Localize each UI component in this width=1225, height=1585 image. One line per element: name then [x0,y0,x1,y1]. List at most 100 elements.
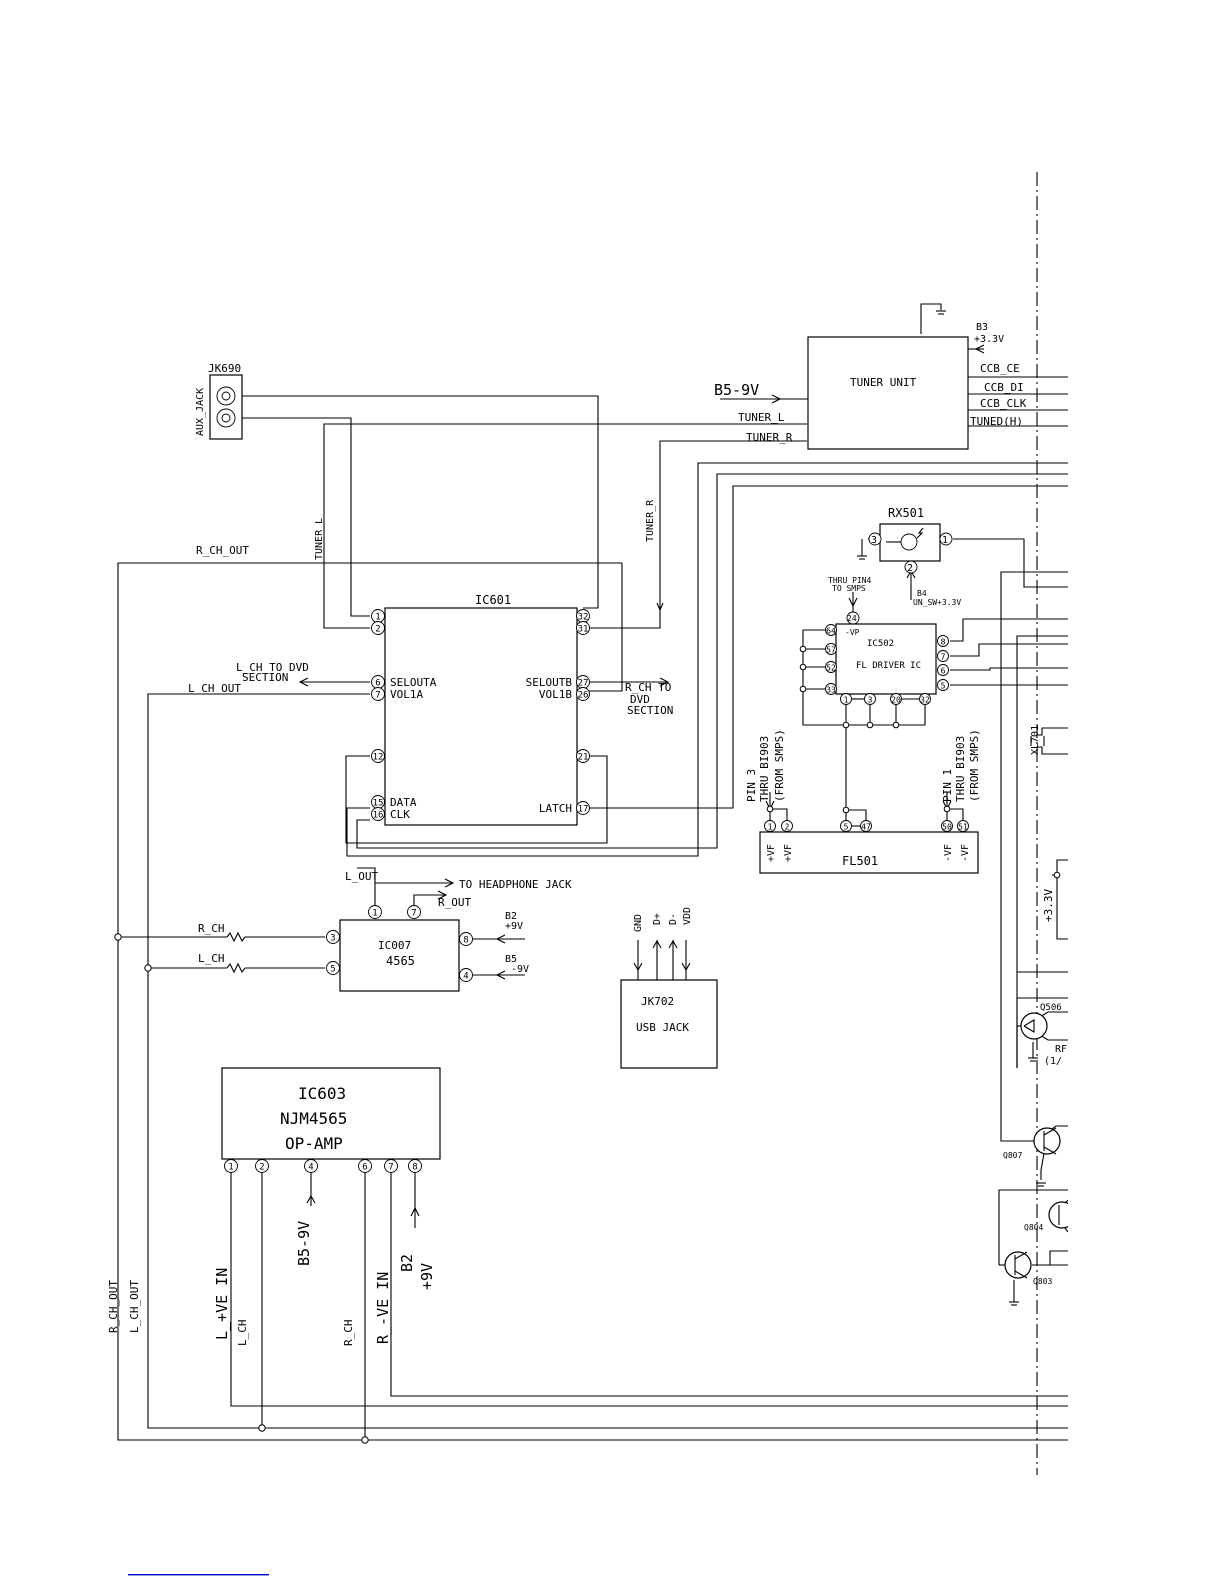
ic502-pin-57-circle [825,643,837,655]
fl501-note-right-3: (FROM SMPS) [968,729,981,802]
ic502-pin-5: 5 [941,682,946,691]
tuner-out-r: TUNER_R [746,431,793,444]
ic502-pin-6: 6 [941,667,946,676]
fl501-pin-51: 51 [958,823,968,832]
net-r-ve-in: R_-VE IN [374,1272,392,1344]
ic603-part: NJM4565 [280,1109,347,1128]
tuner-supply-ref: B3 [976,322,988,333]
ic007-pin-5: 5 [330,965,335,975]
q506-ref: Q506 [1040,1003,1062,1013]
fl501-note-right-1: PIN 1 [941,769,954,802]
q506-cut-label-1: RF [1055,1044,1067,1055]
fl501-note-left-1: PIN 3 [745,769,758,802]
ic601-pin-2: 2 [375,625,380,635]
ic502-pin-3: 3 [868,696,873,705]
ic007-ref: IC007 [378,939,411,952]
jk702-pin-gnd: GND [633,914,644,932]
ic502-pin-24: 24 [847,614,857,623]
ic502-pin-64: 64 [826,627,836,636]
ic601-label-17: LATCH [539,802,572,815]
ic601-pin-26: 26 [578,691,589,701]
tuner-out-l: TUNER_L [738,411,785,424]
tuner-signal-ccb-ce: CCB_CE [980,362,1020,375]
jk702-pin-dplus: D+ [652,913,663,925]
net-tuner-r-vertical: TUNER_R [645,499,656,542]
ic601-pin-31: 31 [578,625,589,635]
ic601-pin-21-circle [576,749,590,763]
ic502-pin-32-circle [919,693,931,705]
fl501-vf-right-1: -VF [943,844,954,862]
ic502-pin-3-circle [864,693,876,705]
ic007-pin-3-circle [326,930,340,944]
ic601-label-27: SELOUTB [526,676,573,689]
net-l-ch-out: L_CH_OUT [188,682,241,695]
ic601-pin-31-circle [576,621,590,635]
ic502-ref: IC502 [867,639,894,649]
fl501-pin-2-circle [781,820,793,832]
ic601-pin-1: 1 [375,613,380,623]
fl501-pin-1-circle [764,820,776,832]
fl501-note-left-3: (FROM SMPS) [773,729,786,802]
right-edge-mask [1068,0,1225,1585]
rx501-supply: UN_SW+3.3V [913,598,961,607]
q506-cut-label-2: (1/ [1044,1056,1062,1067]
ic502: IC502 FL DRIVER IC -VP THRU PIN4 TO SMPS… [825,576,949,705]
ic603-pin-4: 4 [308,1163,313,1173]
tuner-supply: +3.3V [974,334,1004,345]
q804-ref: Q804 [1024,1223,1043,1232]
transistor-q506: Q506 RF (1/ [1020,1003,1067,1067]
ic502-pin-20-circle [890,693,902,705]
ic601-pin-2-circle [371,621,385,635]
rx501-ref: RX501 [888,506,924,520]
ic502-pin-64-circle [825,624,837,636]
jk702-pin-dminus: D- [668,913,679,925]
ic007-pin-8: 8 [463,936,468,946]
ic601-label-7: VOL1A [390,688,423,701]
xl701: XL701 [1030,725,1041,755]
ic603-pin-7: 7 [388,1163,393,1173]
ic502-pin-1: 1 [844,696,849,705]
ic502-pin-8: 8 [941,638,946,647]
ic601-label-16: CLK [390,808,410,821]
ic603-pin-1-circle [224,1159,238,1173]
junction-dots [114,645,1061,1444]
tuner-signal-ccb-clk: CCB_CLK [980,397,1027,410]
jk690-ref: JK690 [208,362,241,375]
net-r-section: SECTION [627,704,673,717]
xl701-ref: XL701 [1030,725,1041,755]
net-l-ch-vertical: L_CH [236,1320,249,1347]
rx501-pin-3: 3 [871,535,877,546]
rx501: RX501 3 2 1 B4 UN_SW+3.3V [868,506,961,607]
ic603-pin-4-circle [304,1159,318,1173]
fl501-pin-1: 1 [768,823,773,832]
jk702-usb-jack: JK702 USB JACK GND D+ D- VDD [620,907,718,1069]
ic603-pin-2: 2 [259,1163,264,1173]
fl501-pin-5-circle [840,820,852,832]
net-plus-9v-vertical: +9V [418,1263,436,1290]
ic007-pin-4: 4 [463,972,468,982]
ic502-pin-57: 57 [826,646,836,655]
ic603-pin-2-circle [255,1159,269,1173]
jk702-name: USB JACK [636,1021,689,1034]
ic007-b2: +9V [505,921,523,932]
net-r-ch: R_CH [198,922,225,935]
ic603-pin-8: 8 [412,1163,417,1173]
ic601-pin-7-circle [371,687,385,701]
q803-ref: Q803 [1033,1277,1052,1286]
rx501-supply-ref: B4 [917,589,927,598]
ic007-pin-3: 3 [330,934,335,944]
net-r-ch-out-vertical: R_CH_OUT [107,1280,120,1333]
net-l-ve-in: L_+VE IN [213,1268,231,1340]
ic502-pin-7: 7 [941,653,946,662]
ic601-pin-21: 21 [578,753,589,763]
net-dvd: DVD [630,693,650,706]
ic007-b5-ref: B5 [505,954,517,965]
ic601-pin-12-circle [371,749,385,763]
ic603-pin-6-circle [358,1159,372,1173]
fl501-pin-50-circle [941,820,953,832]
ic601-pin-16: 16 [373,811,384,821]
ic502-pin-5-circle [937,679,949,691]
